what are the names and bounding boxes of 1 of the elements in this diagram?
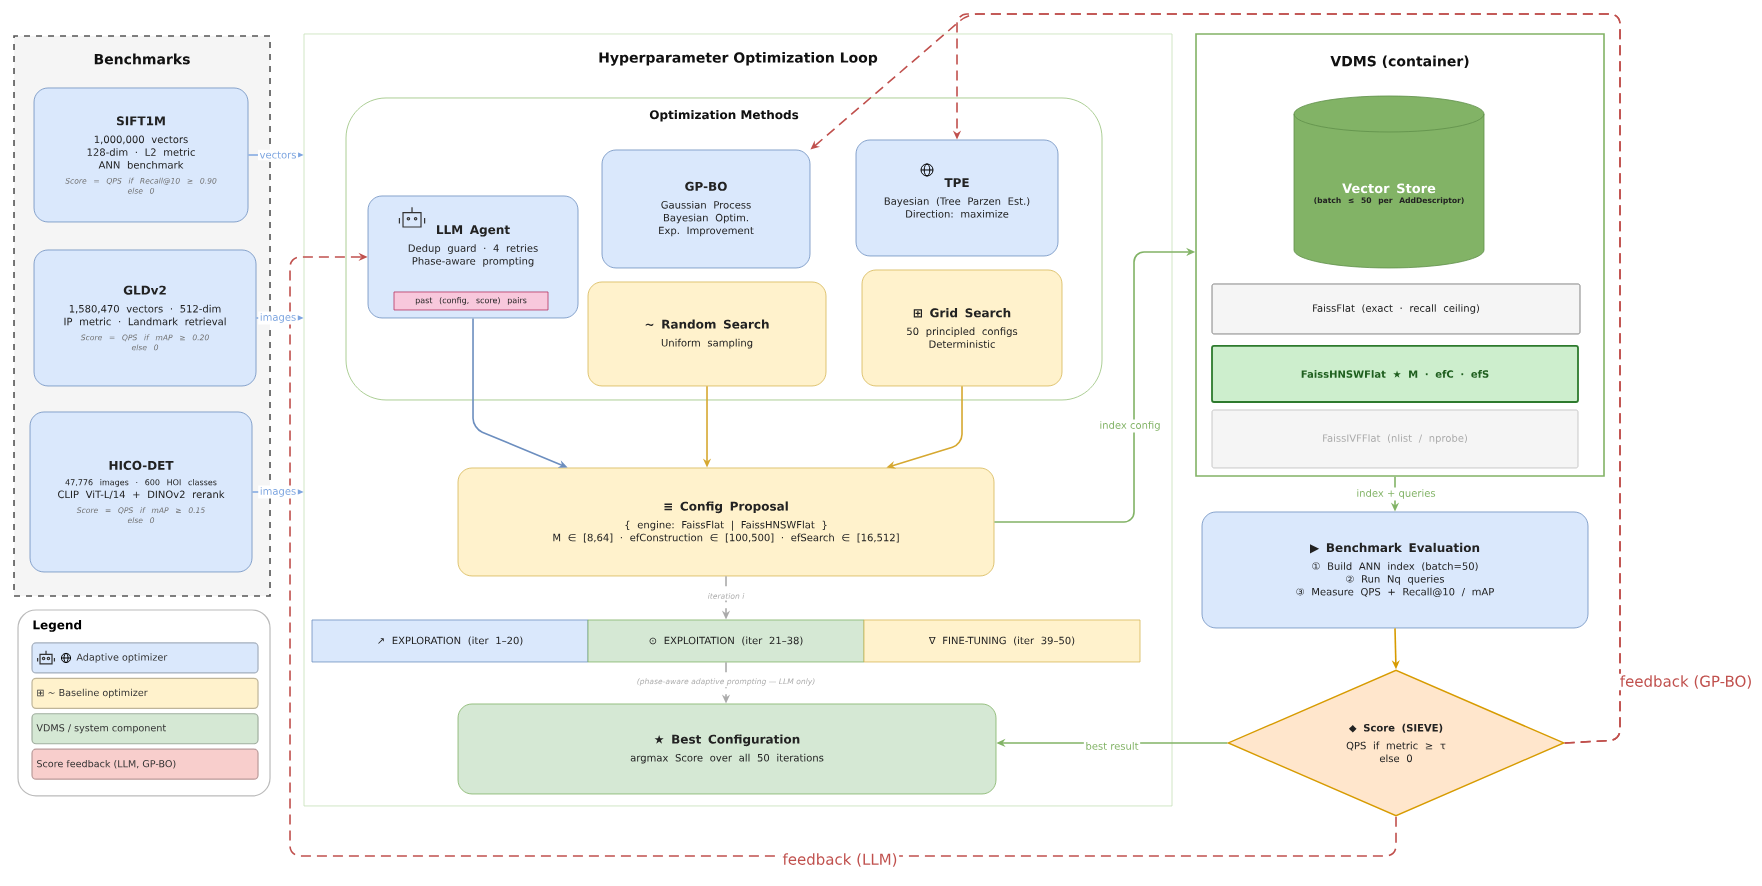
- arrow: [289, 252, 1397, 857]
